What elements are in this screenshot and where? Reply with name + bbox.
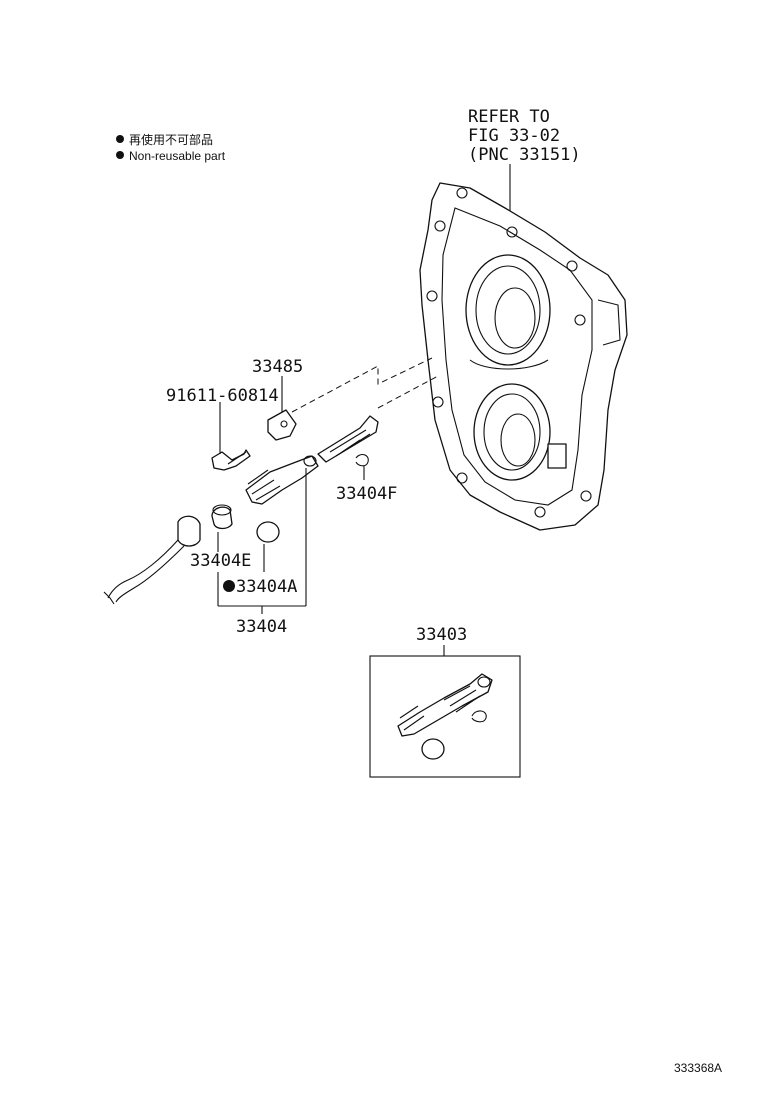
part-label-33485: 33485: [252, 357, 303, 377]
kit-33403-box: [369, 645, 521, 778]
part-33485-plate: [267, 376, 297, 441]
legend-en-text: Non-reusable part: [129, 149, 226, 163]
non-reusable-bullet-icon: [223, 580, 235, 592]
part-label-91611-60814: 91611-60814: [166, 386, 279, 406]
refer-line-3: (PNC 33151): [468, 145, 581, 165]
part-label-33404A: 33404A: [236, 577, 297, 597]
refer-line-1: REFER TO: [468, 107, 550, 127]
figure-id: 333368A: [674, 1061, 722, 1075]
part-label-33403: 33403: [416, 625, 467, 645]
speedometer-cable: [103, 515, 201, 605]
transmission-case: [419, 182, 628, 531]
part-label-33404: 33404: [236, 617, 287, 637]
non-reusable-bullet-icon: [116, 151, 124, 159]
non-reusable-bullet-icon: [116, 135, 124, 143]
refer-note: REFER TO FIG 33-02 (PNC 33151): [468, 107, 581, 212]
part-91611-bolt: [211, 402, 251, 471]
part-33404E-cap: [211, 504, 233, 530]
part-33404A-oring: [256, 521, 280, 543]
mounting-guides: [291, 357, 439, 413]
part-33404F-shaft: [317, 415, 379, 480]
legend: 再使用不可部品 Non-reusable part: [116, 132, 226, 163]
part-33404-sleeve: [245, 455, 319, 505]
assembly-bracket: [217, 468, 307, 614]
legend-jp-text: 再使用不可部品: [129, 132, 213, 147]
refer-line-2: FIG 33-02: [468, 126, 560, 146]
part-label-33404E: 33404E: [190, 551, 251, 571]
part-label-33404F: 33404F: [336, 484, 397, 504]
